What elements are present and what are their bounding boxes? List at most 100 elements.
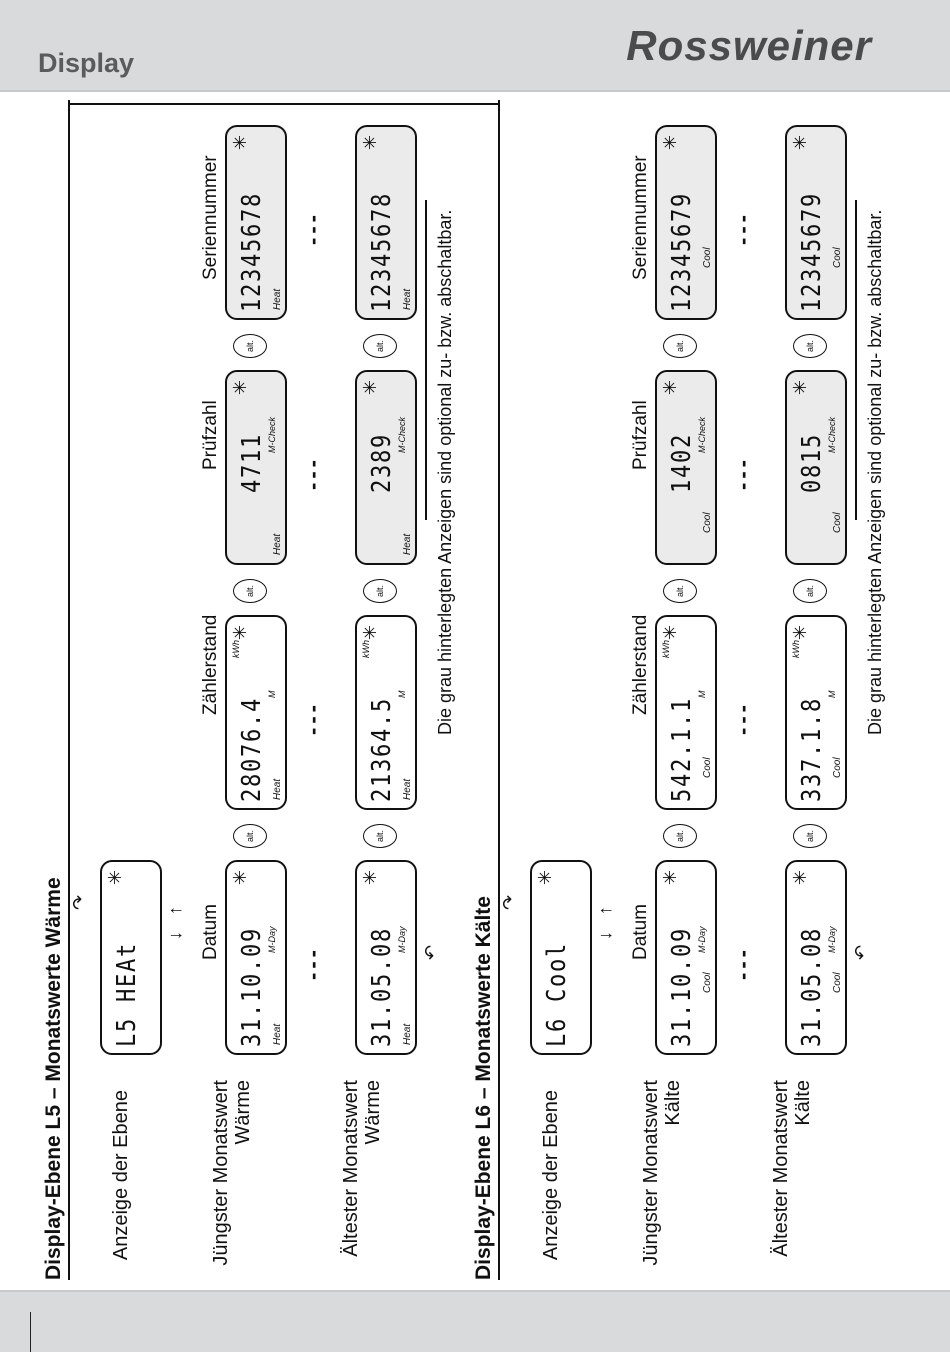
row-label-level: Anzeige der Ebene [540, 1090, 562, 1261]
optional-note: Die grau hinterlegten Anzeigen sind opti… [865, 209, 885, 735]
check-value: 0815 [797, 432, 827, 493]
unit-label: kWh [361, 640, 371, 658]
column-head-date: Datum [630, 904, 651, 960]
lcd-newest-check: 1402 M-Check Cool ✳ [655, 370, 717, 565]
section-title-l5: Display-Ebene L5 – Monatswerte Wärme [42, 877, 65, 1280]
lcd-oldest-check: 2389 M-Check Heat ✳ [355, 370, 417, 565]
asterisk-icon: ✳ [360, 625, 380, 641]
alt-button[interactable]: alt. [233, 824, 267, 848]
lcd-newest-check: 4711 M-Check Heat ✳ [225, 370, 287, 565]
section-l6: Display-Ebene L6 – Monatswerte Kälte Anz… [470, 100, 900, 1280]
m-day-label: M-Day [827, 926, 837, 954]
section-l5: Display-Ebene L5 – Monatswerte Wärme Anz… [40, 100, 500, 1280]
page-marker [30, 1312, 31, 1352]
m-day-label: M-Day [397, 926, 407, 954]
brace-bracket [855, 200, 857, 520]
section-rule [68, 100, 70, 1280]
brand-logo: Rossweiner [626, 22, 872, 69]
mode-label: Heat [272, 1023, 283, 1045]
mode-label: Cool [832, 247, 843, 268]
reading-value: 21364.5 [367, 696, 397, 802]
reading-value: 542.1.1 [667, 696, 697, 802]
column-head-reading: Zählerstand [200, 614, 221, 715]
row-label-newest-2: Kälte [662, 1080, 684, 1126]
ellipsis: --- [300, 701, 325, 735]
alt-button[interactable]: alt. [363, 824, 397, 848]
mode-label: Cool [832, 972, 843, 993]
lcd-newest-serial: 12345679 Cool ✳ [655, 125, 717, 320]
mode-label: Heat [272, 778, 283, 800]
alt-button[interactable]: alt. [663, 334, 697, 358]
alt-button[interactable]: alt. [363, 579, 397, 603]
row-label-newest-2: Wärme [232, 1080, 254, 1145]
alt-button[interactable]: alt. [233, 579, 267, 603]
arrow-down-icon: ↓ [165, 931, 185, 940]
date-value: 31.10.09 [237, 926, 267, 1047]
alt-button[interactable]: alt. [363, 334, 397, 358]
lcd-oldest-date: 31.05.08 M-Day Cool ✳ [785, 860, 847, 1055]
lcd-oldest-serial: 12345679 Cool ✳ [785, 125, 847, 320]
row-label-oldest: Ältester Monatswert [770, 1080, 792, 1257]
m-label: M [827, 690, 837, 699]
row-label-newest: Jüngster Monatswert [210, 1080, 232, 1266]
m-check-label: M-Check [827, 416, 837, 453]
m-check-label: M-Check [397, 416, 407, 453]
row-label-oldest-2: Kälte [792, 1080, 814, 1126]
alt-button[interactable]: alt. [793, 579, 827, 603]
reading-value: 28076.4 [237, 696, 267, 802]
lcd-newest-date: 31.10.09 M-Day Cool ✳ [655, 860, 717, 1055]
mode-label: Cool [702, 972, 713, 993]
m-check-label: M-Check [267, 416, 277, 453]
asterisk-icon: ✳ [790, 625, 810, 641]
alt-button[interactable]: alt. [793, 824, 827, 848]
column-head-reading: Zählerstand [630, 614, 651, 715]
loop-back-arrow-icon: ↶ [421, 944, 441, 960]
mode-label: Heat [272, 288, 283, 310]
loop-back-arrow-icon: ↶ [851, 944, 871, 960]
asterisk-icon: ✳ [790, 135, 810, 151]
lcd-oldest-date: 31.05.08 M-Day Heat ✳ [355, 860, 417, 1055]
asterisk-icon: ✳ [660, 870, 680, 886]
check-value: 4711 [237, 432, 267, 493]
check-value: 1402 [667, 432, 697, 493]
asterisk-icon: ✳ [360, 870, 380, 886]
vertical-rule [70, 103, 500, 105]
arrow-up-icon: ↑ [595, 906, 615, 915]
date-value: 31.10.09 [667, 926, 697, 1047]
row-label-level: Anzeige der Ebene [110, 1090, 132, 1261]
ellipsis: --- [730, 456, 755, 490]
optional-note: Die grau hinterlegten Anzeigen sind opti… [435, 209, 455, 735]
row-label-newest: Jüngster Monatswert [640, 1080, 662, 1266]
asterisk-icon: ✳ [105, 870, 125, 886]
column-head-serial: Seriennummer [200, 155, 221, 280]
lcd-oldest-reading: 21364.5 M kWh Heat ✳ [355, 615, 417, 810]
lcd-newest-reading: 542.1.1 M kWh Cool ✳ [655, 615, 717, 810]
section-title-l6: Display-Ebene L6 – Monatswerte Kälte [472, 896, 495, 1280]
asterisk-icon: ✳ [535, 870, 555, 886]
asterisk-icon: ✳ [660, 380, 680, 396]
diagram-canvas: Display-Ebene L5 – Monatswerte Wärme Anz… [40, 100, 920, 1280]
section-title: Display [38, 48, 135, 78]
asterisk-icon: ✳ [230, 870, 250, 886]
serial-value: 12345679 [667, 191, 697, 312]
alt-button[interactable]: alt. [793, 334, 827, 358]
asterisk-icon: ✳ [790, 380, 810, 396]
page-header: Display Rossweiner [0, 0, 950, 92]
column-head-date: Datum [200, 904, 221, 960]
arrow-down-icon: ↓ [595, 931, 615, 940]
column-head-serial: Seriennummer [630, 155, 651, 280]
ellipsis: --- [730, 211, 755, 245]
asterisk-icon: ✳ [230, 625, 250, 641]
lcd-oldest-check: 0815 M-Check Cool ✳ [785, 370, 847, 565]
section-rule [498, 100, 500, 1280]
alt-button[interactable]: alt. [663, 824, 697, 848]
serial-value: 12345678 [237, 191, 267, 312]
alt-button[interactable]: alt. [233, 334, 267, 358]
lcd-level-display: L5 HEAt ✳ [100, 860, 162, 1055]
lcd-newest-reading: 28076.4 M kWh Heat ✳ [225, 615, 287, 810]
date-value: 31.05.08 [367, 926, 397, 1047]
ellipsis: --- [730, 946, 755, 980]
m-label: M [397, 690, 407, 699]
alt-button[interactable]: alt. [663, 579, 697, 603]
mode-label: Heat [402, 778, 413, 800]
